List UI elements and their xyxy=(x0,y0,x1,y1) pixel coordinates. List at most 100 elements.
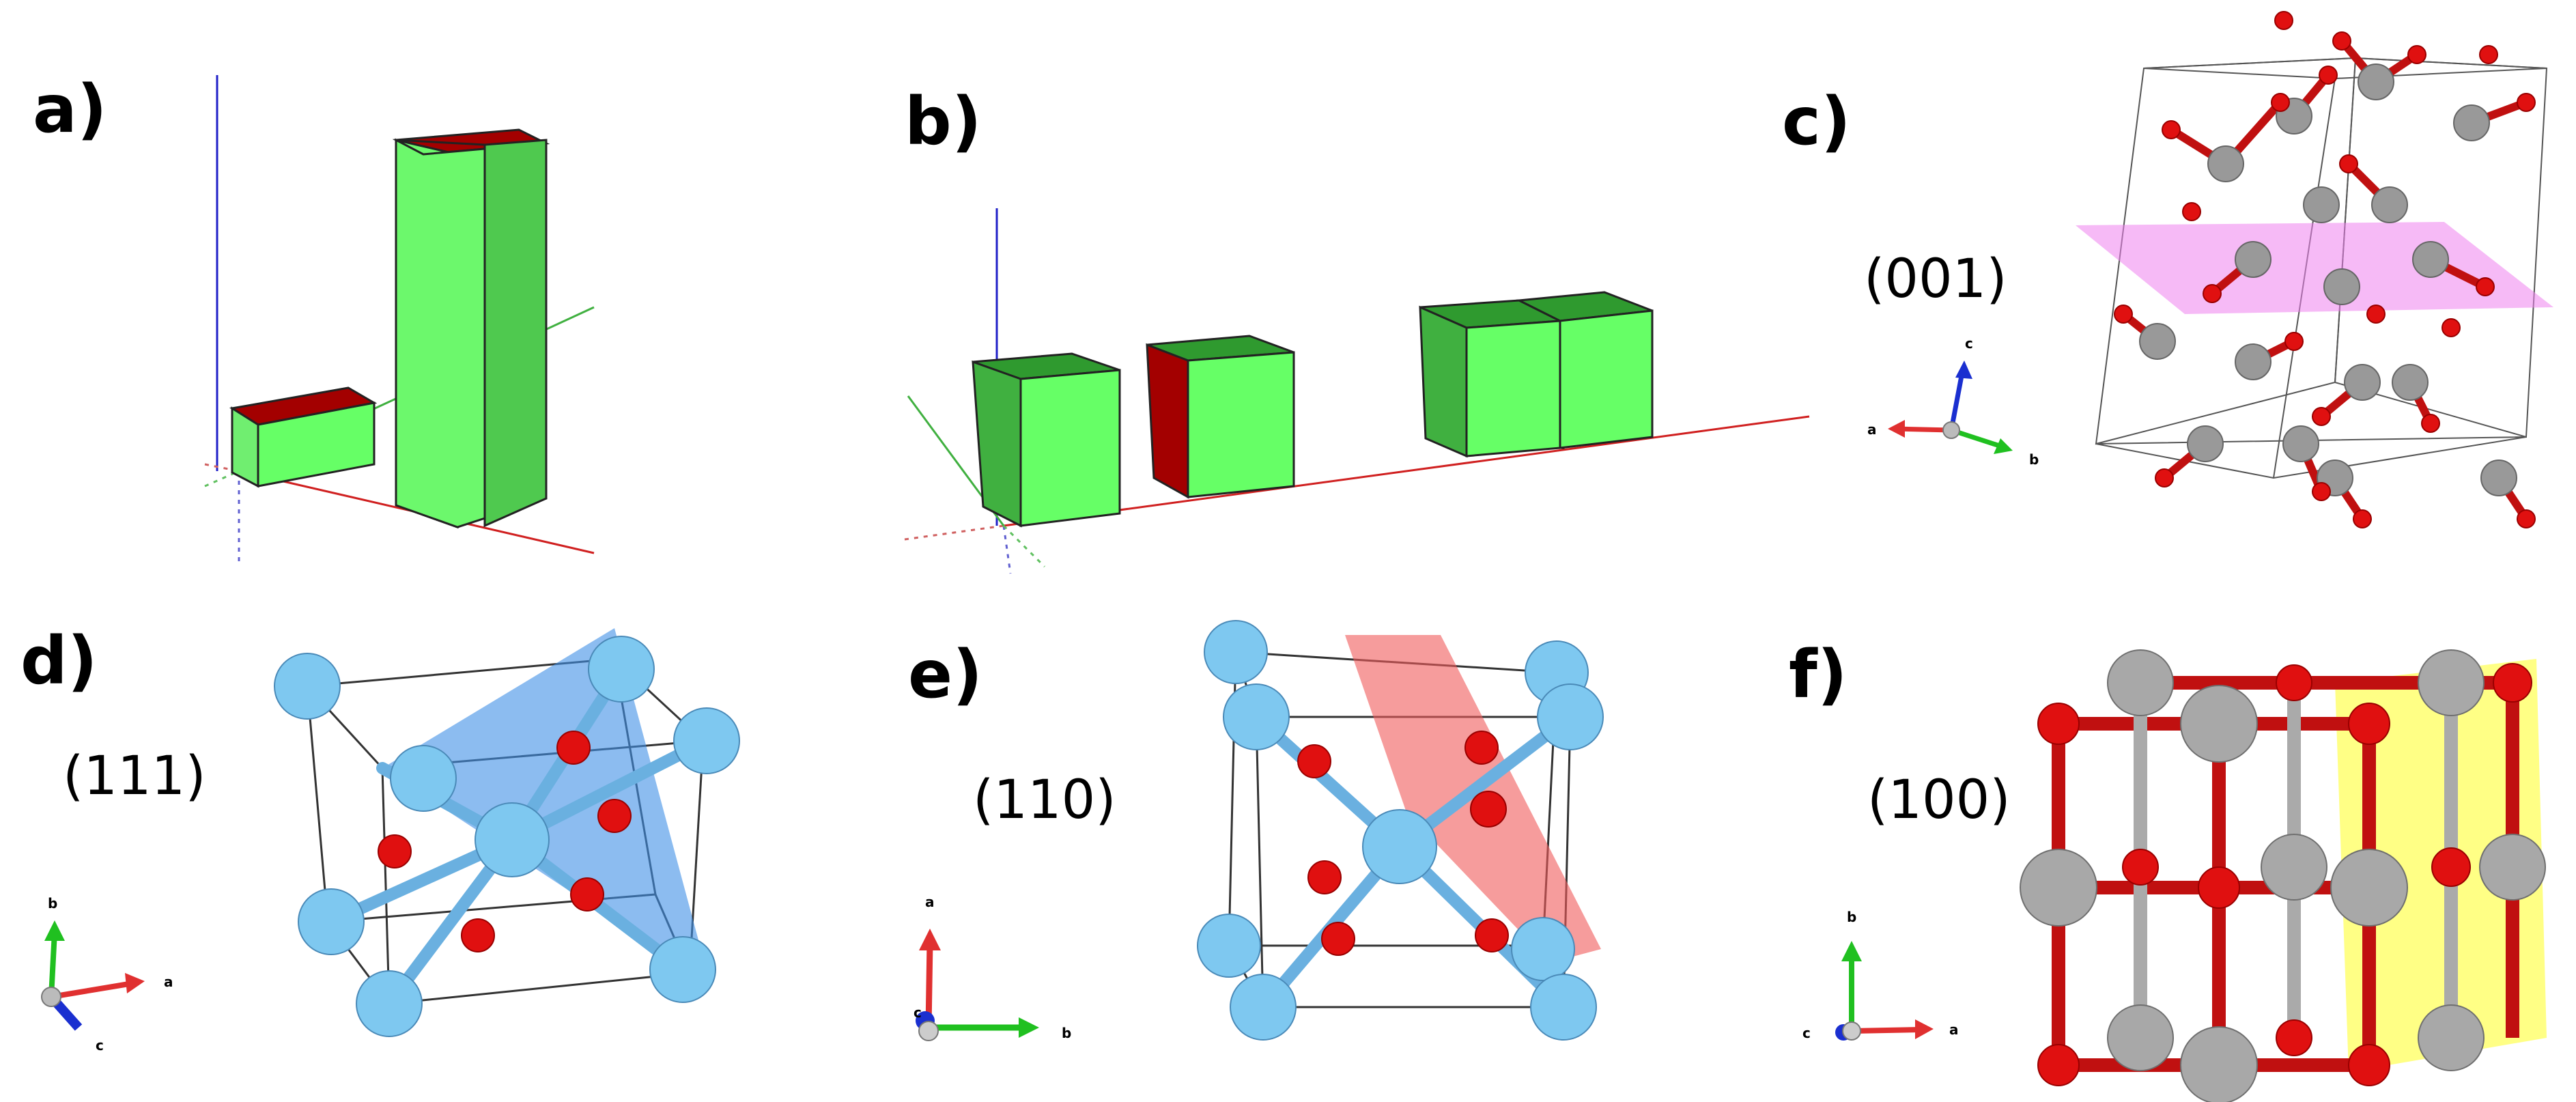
panel-b-axis-red xyxy=(1003,415,1810,527)
metal-atom xyxy=(2330,849,2408,927)
box1-front xyxy=(1019,369,1121,527)
oxygen-atom xyxy=(2517,93,2536,112)
panel-label-a: a) xyxy=(33,71,107,147)
panel-d-unit-cell xyxy=(305,658,706,1005)
panel-a-axis-green xyxy=(238,306,595,472)
metal-atom xyxy=(298,888,365,955)
metal-atom xyxy=(475,802,550,877)
axis-label-c: c xyxy=(1802,1025,1811,1041)
metal-atom xyxy=(2344,364,2381,401)
panel-f-axis-triad: b a c xyxy=(1802,909,1959,1041)
box4-left xyxy=(1559,320,1565,449)
box4-top xyxy=(1515,291,1653,322)
oxygen-atom xyxy=(2114,305,2133,324)
oxygen-atom xyxy=(2339,154,2358,173)
metal-atom xyxy=(1204,620,1268,684)
metal-atom xyxy=(1511,917,1575,981)
plane-001 xyxy=(2076,222,2553,314)
metal-atom xyxy=(2418,649,2485,716)
box3-top xyxy=(1419,299,1564,329)
axis-label-b: b xyxy=(48,895,57,912)
panel-a-axis-green-dotted xyxy=(204,470,240,488)
axis-label-c: c xyxy=(96,1037,104,1054)
metal-atom xyxy=(2453,104,2490,141)
oxygen-atom xyxy=(2037,1044,2080,1086)
metal-atom xyxy=(2392,364,2429,401)
axis-label-a: a xyxy=(1867,421,1877,438)
panel-label-b: b) xyxy=(905,83,982,160)
panel-c-atoms xyxy=(2114,11,2536,528)
oxygen-atom xyxy=(1470,791,1507,828)
panel-b-axis-green-dotted xyxy=(1002,524,1046,568)
box3-left xyxy=(1419,305,1468,458)
metal-atom xyxy=(2020,849,2097,927)
metal-atom xyxy=(2303,186,2340,223)
metal-atom xyxy=(2107,1004,2174,1071)
oxygen-atom xyxy=(2198,866,2240,909)
oxygen-atom xyxy=(2312,407,2331,426)
oxygen-atom xyxy=(2479,45,2498,64)
oxygen-atom xyxy=(2203,284,2222,303)
metal-atom xyxy=(2371,186,2408,223)
plane-111 xyxy=(382,628,710,983)
tall-box-side xyxy=(483,139,548,528)
metal-atom xyxy=(2358,63,2394,100)
metal-atom xyxy=(2418,1004,2485,1071)
oxygen-atom xyxy=(1321,922,1355,956)
oxygen-atom xyxy=(2332,31,2351,51)
axis-label-b: b xyxy=(1062,1025,1071,1041)
oxygen-atom xyxy=(597,799,632,833)
oxygen-atom xyxy=(2407,45,2426,64)
oxygen-atom xyxy=(2182,202,2201,221)
axis-label-c: c xyxy=(1965,335,1973,352)
oxygen-atom xyxy=(2353,509,2372,528)
oxygen-atom xyxy=(1307,860,1342,894)
miller-index-f: (100) xyxy=(1867,769,2011,831)
oxygen-atom xyxy=(2441,318,2461,337)
metal-atom xyxy=(390,745,457,812)
oxygen-atom xyxy=(2122,849,2159,886)
oxygen-atom xyxy=(2284,332,2304,351)
metal-atom xyxy=(2479,834,2546,901)
metal-atom xyxy=(1362,809,1437,884)
metal-atom xyxy=(673,707,740,774)
panel-label-f: f) xyxy=(1789,636,1848,713)
panel-a-axis-red-dotted xyxy=(204,463,240,472)
metal-atom xyxy=(1197,914,1261,978)
metal-atom xyxy=(2317,460,2353,496)
oxygen-atom xyxy=(2271,93,2290,112)
oxygen-atom xyxy=(2312,482,2331,501)
oxygen-atom xyxy=(2037,703,2080,745)
metal-atom xyxy=(2235,241,2271,278)
panel-e-axis-triad: a b c xyxy=(914,894,1071,1041)
metal-atom xyxy=(356,970,423,1037)
oxygen-atom xyxy=(2348,1044,2390,1086)
metal-atom xyxy=(2276,98,2312,135)
metal-atom xyxy=(1525,640,1589,705)
oxygen-atom xyxy=(2493,663,2532,703)
box2-front xyxy=(1187,351,1295,498)
oxygen-atom xyxy=(2366,305,2386,324)
plane-110 xyxy=(1345,635,1601,963)
metal-atom xyxy=(2180,1026,2258,1102)
box3-front xyxy=(1465,320,1561,457)
panel-d-axis-triad: b a c xyxy=(41,895,173,1054)
tall-box-face xyxy=(395,138,548,528)
axis-label-b: b xyxy=(1847,909,1856,925)
metal-atom xyxy=(2180,685,2258,763)
panel-label-c: c) xyxy=(1782,83,1851,160)
panel-b-axis-red-dotted xyxy=(904,524,1004,541)
metal-atom xyxy=(2261,834,2327,901)
axis-label-b: b xyxy=(2029,451,2039,468)
panel-c-bonds xyxy=(2119,37,2530,523)
panel-label-e: e) xyxy=(908,636,982,713)
small-box-side xyxy=(257,401,376,488)
oxygen-atom xyxy=(2517,509,2536,528)
miller-index-d: (111) xyxy=(63,746,206,807)
metal-atom xyxy=(2412,241,2449,278)
oxygen-atom xyxy=(2431,847,2471,887)
tall-box-front xyxy=(395,139,459,529)
axis-label-a: a xyxy=(164,974,173,990)
